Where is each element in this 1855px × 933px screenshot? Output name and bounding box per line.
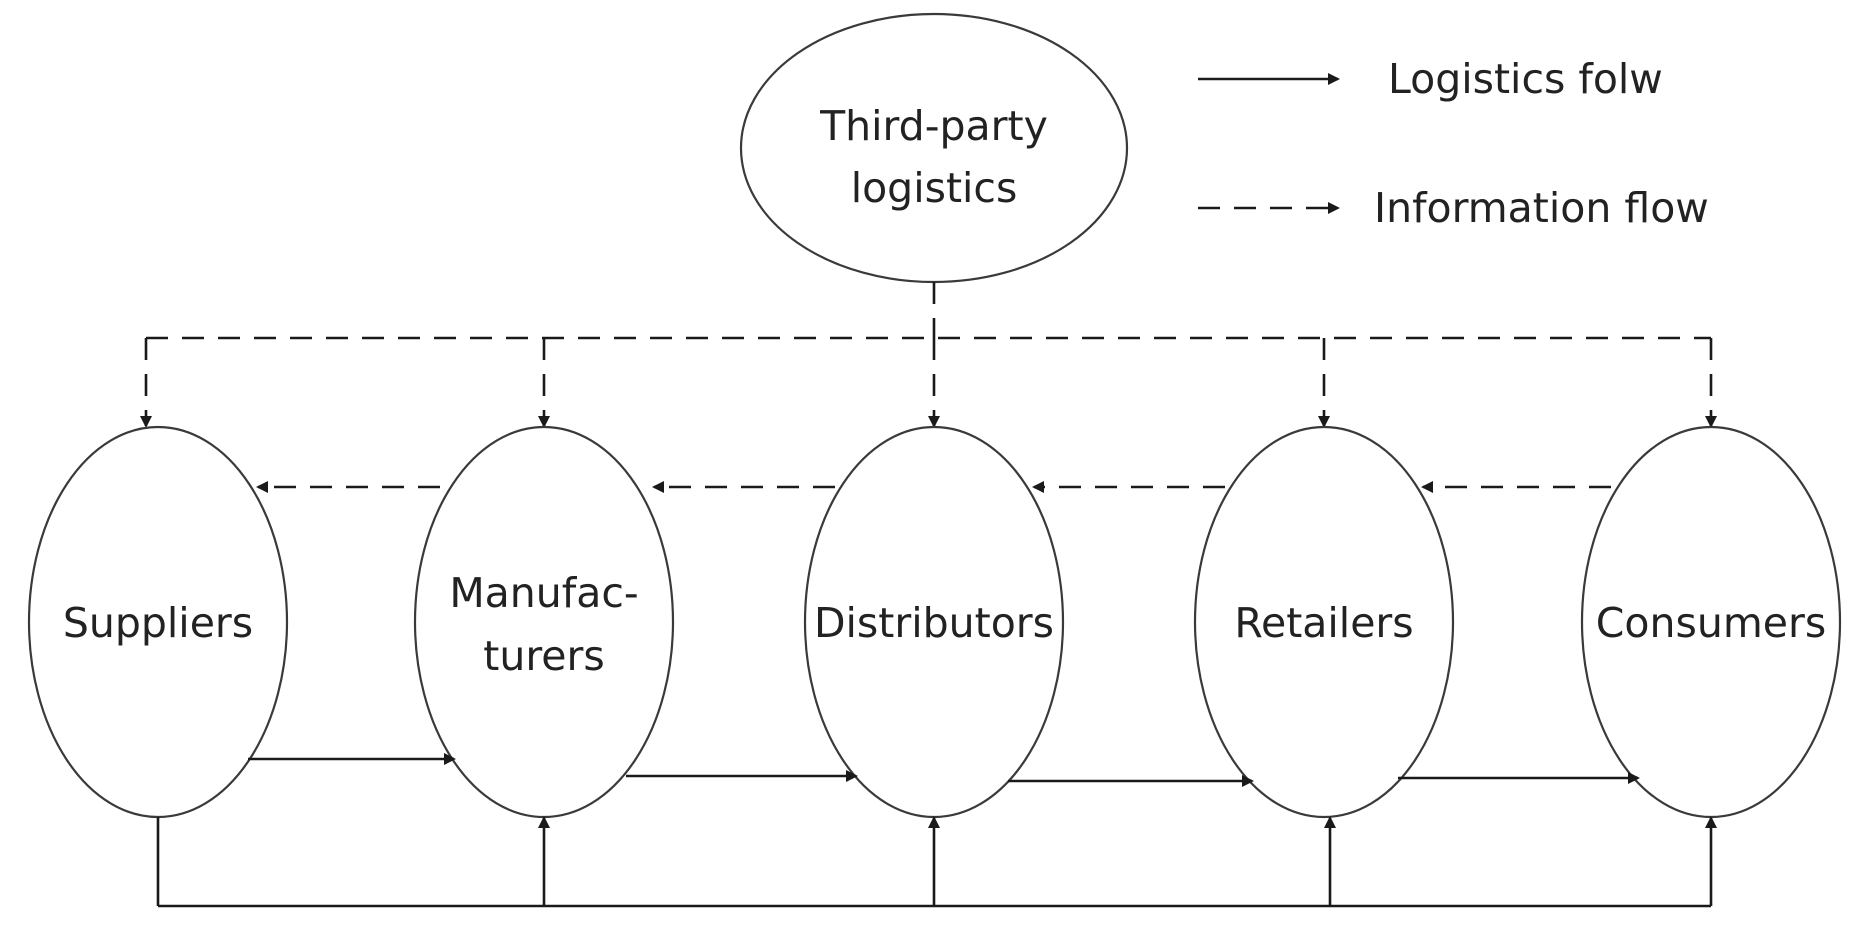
legend-information-label: Information flow [1374, 184, 1709, 232]
logistics-flow-bottom-bus [156, 816, 1717, 908]
third-party-logistics-node: Third-party logistics [739, 12, 1129, 284]
retailers-label: Retailers [1234, 599, 1413, 647]
distributors-node: Distributors [803, 425, 1065, 819]
legend-logistics-label: Logistics folw [1388, 55, 1663, 103]
third-party-logistics-label-line1: Third-party [819, 102, 1048, 150]
suppliers-label: Suppliers [63, 599, 253, 647]
distributors-label: Distributors [814, 599, 1054, 647]
retailers-node: Retailers [1193, 425, 1455, 819]
third-party-logistics-label-line2: logistics [851, 164, 1018, 212]
information-flow-from-3pl [140, 282, 1717, 428]
logistics-flow-forward [248, 753, 1640, 787]
manufacturers-label-line1: Manufac- [449, 569, 638, 617]
legend: Logistics folw Information flow [1198, 55, 1709, 232]
consumers-label: Consumers [1596, 599, 1826, 647]
manufacturers-label-line2: turers [483, 632, 604, 680]
consumers-node: Consumers [1580, 425, 1842, 819]
manufacturers-node: Manufac- turers [413, 425, 675, 819]
